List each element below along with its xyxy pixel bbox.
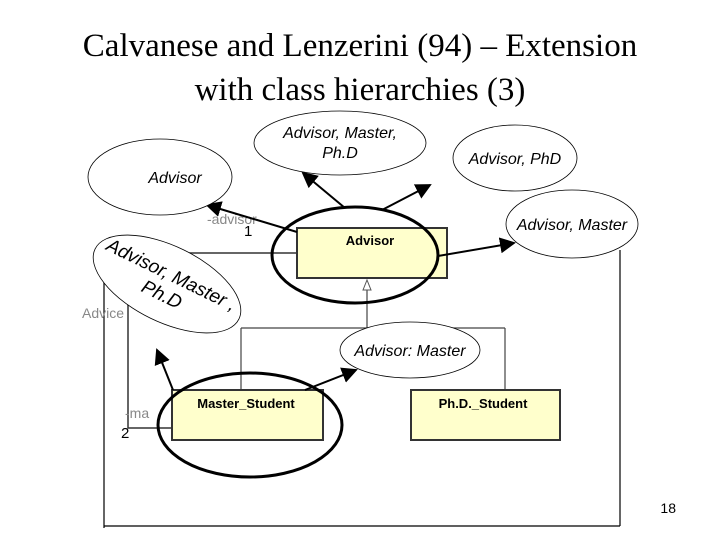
advice-association-line bbox=[127, 252, 297, 429]
svg-text:Advisor: Advisor bbox=[147, 170, 202, 187]
svg-text:Advisor, PhD: Advisor, PhD bbox=[468, 151, 562, 168]
svg-text:Advisor: Master: Advisor: Master bbox=[353, 343, 466, 360]
frame bbox=[103, 250, 621, 528]
class-advisor-name: Advisor bbox=[346, 233, 394, 248]
association-label: Advice bbox=[82, 305, 124, 321]
slide-title-line2: with class hierarchies (3) bbox=[194, 72, 526, 108]
ma-role-label: -ma bbox=[125, 405, 149, 421]
master-student-highlight-ellipse bbox=[156, 371, 344, 479]
svg-text:Ph.D: Ph.D bbox=[322, 145, 358, 162]
page-number: 18 bbox=[660, 500, 676, 516]
class-master-student[interactable]: Master_Student bbox=[171, 389, 324, 441]
slide-title-line1: Calvanese and Lenzerini (94) – Extension bbox=[82, 28, 638, 64]
ellipse-advisor: Advisor bbox=[87, 138, 233, 216]
generalization-triangle-icon bbox=[362, 278, 372, 291]
class-phd-student[interactable]: Ph.D._Student bbox=[410, 389, 561, 441]
ellipse-advisor-phd: Advisor, PhD bbox=[452, 124, 578, 192]
svg-text:Advisor, Master: Advisor, Master bbox=[516, 217, 628, 234]
class-advisor[interactable]: Advisor bbox=[296, 227, 448, 279]
class-phd-student-name: Ph.D._Student bbox=[439, 396, 529, 411]
svg-text:Advisor, Master,: Advisor, Master, bbox=[282, 125, 397, 142]
ellipse-advisor-colon-master: Advisor: Master bbox=[339, 321, 481, 379]
ellipse-advisor-master: Advisor, Master bbox=[505, 189, 639, 259]
class-master-student-name: Master_Student bbox=[197, 396, 295, 411]
ellipse-tilted-advisor-master-phd: Advisor, Master , Ph.D bbox=[92, 235, 242, 334]
advisor-multiplicity: 1 bbox=[244, 223, 252, 240]
ellipse-advisor-master-phd: Advisor, Master, Ph.D bbox=[253, 110, 427, 176]
ma-multiplicity: 2 bbox=[121, 425, 129, 442]
arrows bbox=[154, 171, 516, 391]
